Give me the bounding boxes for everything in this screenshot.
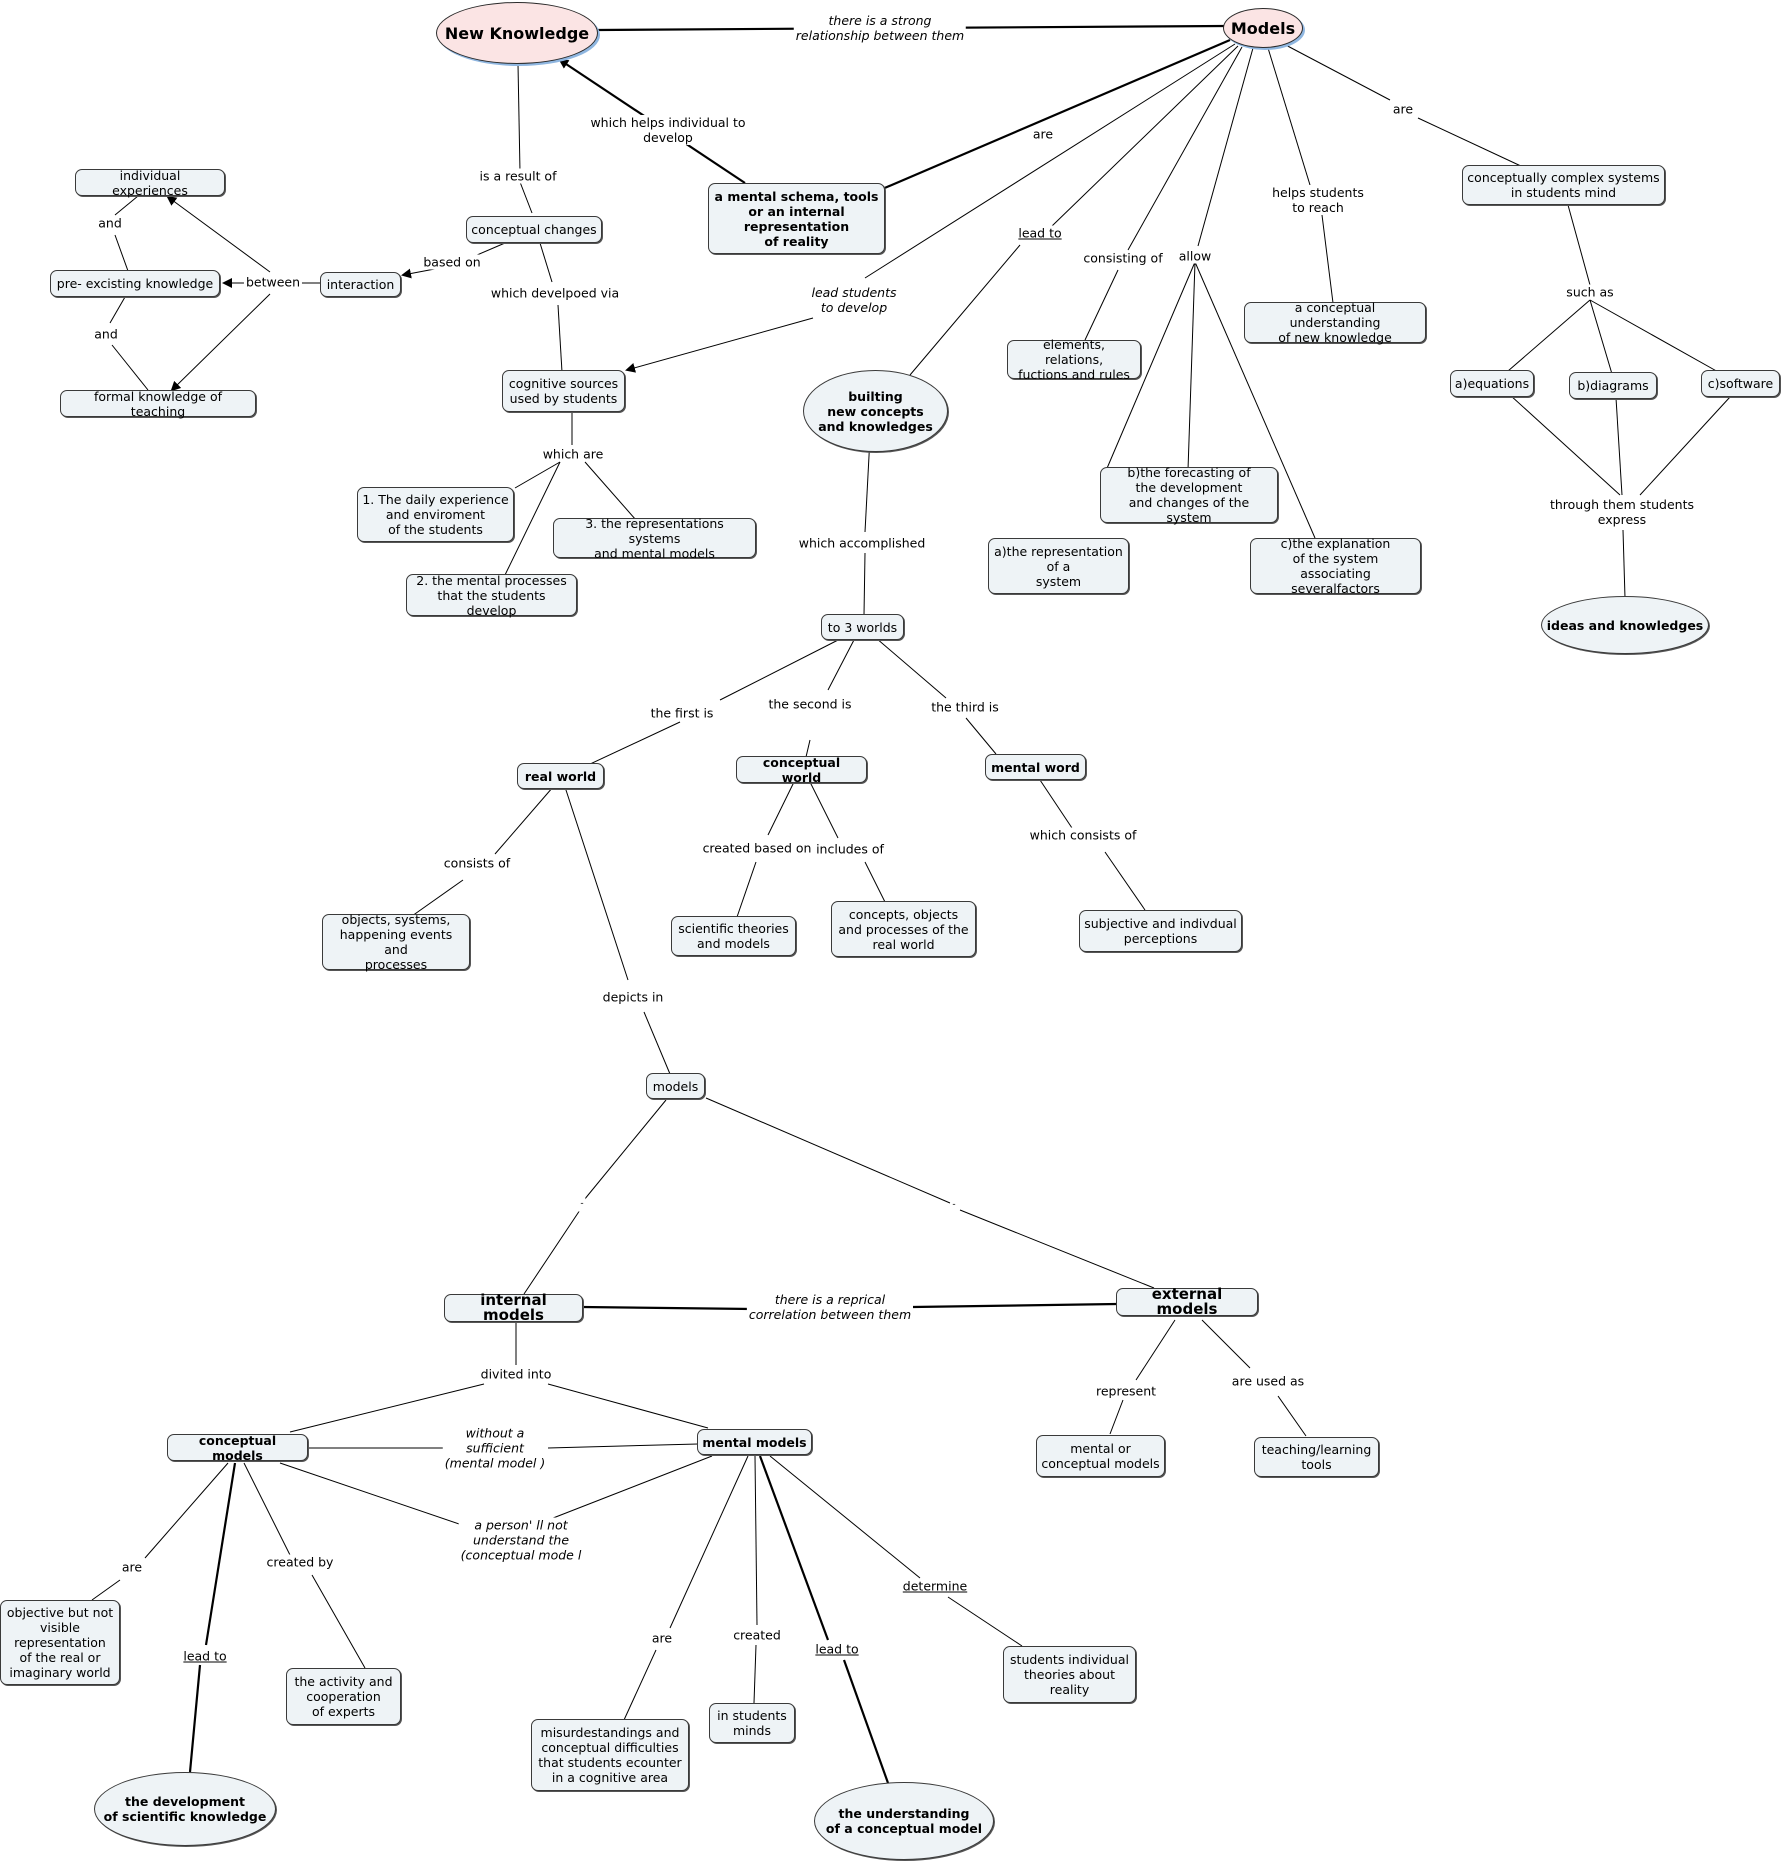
link-divided-into: divited into: [478, 1366, 554, 1382]
link-are-misunderstandings: are: [649, 1630, 675, 1646]
node-three-worlds[interactable]: to 3 worlds: [821, 614, 904, 640]
link-which-are: which are: [540, 446, 606, 462]
link-which-accomplished: which accomplished: [796, 535, 928, 551]
node-development-scientific[interactable]: the development of scientific knowledge: [94, 1772, 276, 1846]
link-person-not-understand: a person' ll not understand the (concept…: [458, 1517, 584, 1563]
node-daily-experience[interactable]: 1. The daily experience and enviroment o…: [357, 487, 514, 542]
link-are-used-as: are used as: [1229, 1373, 1307, 1389]
node-models-mid[interactable]: models: [646, 1073, 705, 1099]
link-are-schema: are: [1030, 126, 1056, 142]
node-objective-visible[interactable]: objective but not visible representation…: [0, 1600, 120, 1685]
node-pre-existing-knowledge[interactable]: pre- excisting knowledge: [50, 270, 220, 297]
link-helps-reach: helps students to reach: [1270, 185, 1366, 215]
link-includes-of: includes of: [814, 841, 886, 857]
link-dash-internal: -: [578, 1196, 586, 1212]
node-cognitive-sources[interactable]: cognitive sources used by students: [502, 370, 625, 412]
link-determine: determine: [900, 1578, 970, 1594]
node-software[interactable]: c)software: [1701, 370, 1780, 397]
link-based-on: based on: [421, 254, 483, 270]
link-strong-relationship: there is a strong relationship between t…: [793, 13, 967, 43]
node-diagrams[interactable]: b)diagrams: [1569, 372, 1657, 399]
node-elements-relations[interactable]: elements, relations, fuctions and rules: [1007, 337, 1141, 382]
link-consisting-of: consisting of: [1081, 250, 1165, 266]
link-depicts-in: depicts in: [600, 989, 666, 1005]
link-created-by: created by: [264, 1554, 336, 1570]
link-without-sufficient: without a sufficient (mental model ): [442, 1425, 548, 1471]
node-individual-experiences[interactable]: individual experiences: [75, 168, 225, 198]
node-mental-processes[interactable]: 2. the mental processes that the student…: [406, 573, 577, 618]
node-new-knowledge[interactable]: New Knowledge: [436, 2, 598, 64]
node-subjective-perceptions[interactable]: subjective and indivdual perceptions: [1079, 910, 1242, 952]
node-models-top[interactable]: Models: [1223, 8, 1303, 48]
link-lead-to-builting: lead to: [1016, 225, 1064, 241]
node-explanation[interactable]: c)the explanation of the system associat…: [1250, 536, 1421, 596]
node-misunderstandings[interactable]: misurdestandings and conceptual difficul…: [531, 1719, 689, 1791]
node-conceptual-understanding[interactable]: a conceptual understanding of new knowle…: [1244, 300, 1426, 345]
node-teaching-tools[interactable]: teaching/learning tools: [1254, 1437, 1379, 1477]
link-dash-external: -: [950, 1197, 958, 1213]
node-conceptual-world[interactable]: conceptual world: [736, 755, 867, 785]
node-interaction[interactable]: interaction: [320, 272, 401, 297]
node-forecasting[interactable]: b)the forecasting of the development and…: [1100, 465, 1278, 525]
node-internal-models[interactable]: internal models: [444, 1293, 583, 1323]
node-complex-systems[interactable]: conceptually complex systems in students…: [1462, 165, 1665, 205]
link-are-complex: are: [1390, 101, 1416, 117]
node-students-theories[interactable]: students individual theories about reali…: [1003, 1646, 1136, 1703]
link-such-as: such as: [1564, 284, 1616, 300]
link-second-is: the second is: [766, 696, 854, 712]
node-external-models[interactable]: external models: [1116, 1287, 1258, 1317]
link-created: created: [731, 1627, 783, 1643]
node-formal-knowledge[interactable]: formal knowledge of teaching: [60, 389, 256, 419]
node-activity-experts[interactable]: the activity and cooperation of experts: [286, 1668, 401, 1725]
link-lead-to-understanding: lead to: [813, 1641, 861, 1657]
link-third-is: the third is: [929, 699, 1001, 715]
link-developed-via: which develpoed via: [488, 285, 622, 301]
link-between: between: [243, 274, 303, 290]
link-lead-students: lead students to develop: [809, 285, 899, 315]
link-through-them: through them students express: [1547, 497, 1697, 527]
link-allow: allow: [1176, 248, 1214, 264]
node-concepts-objects[interactable]: concepts, objects and processes of the r…: [831, 901, 976, 957]
link-lead-to-development: lead to: [181, 1648, 229, 1664]
node-in-students-minds[interactable]: in students minds: [709, 1703, 795, 1743]
node-scientific-theories[interactable]: scientific theories and models: [671, 916, 796, 956]
node-understanding-conceptual[interactable]: the understanding of a conceptual model: [814, 1782, 994, 1860]
node-conceptual-models[interactable]: conceptual models: [167, 1433, 308, 1463]
node-mental-word[interactable]: mental word: [985, 754, 1086, 780]
link-and-2: and: [92, 326, 120, 342]
link-and-1: and: [96, 215, 124, 231]
node-builting[interactable]: builting new concepts and knowledges: [803, 370, 948, 452]
node-ideas-knowledges[interactable]: ideas and knowledges: [1541, 596, 1709, 654]
node-real-world[interactable]: real world: [517, 763, 604, 789]
node-objects-systems[interactable]: objects, systems, happening events and p…: [322, 912, 470, 972]
link-first-is: the first is: [648, 705, 716, 721]
link-are-objective: are: [119, 1559, 145, 1575]
node-mental-models[interactable]: mental models: [697, 1429, 812, 1455]
link-is-result-of: is a result of: [477, 168, 559, 184]
link-consists-of: consists of: [441, 855, 513, 871]
node-representation-systems[interactable]: 3. the representations systems and menta…: [553, 516, 756, 561]
node-representation-of-system[interactable]: a)the representation of a system: [988, 538, 1129, 594]
node-conceptual-changes[interactable]: conceptual changes: [466, 216, 602, 243]
link-created-based-on: created based on: [700, 840, 814, 856]
link-represent: represent: [1093, 1383, 1159, 1399]
node-equations[interactable]: a)equations: [1450, 370, 1534, 397]
node-mental-schema[interactable]: a mental schema, tools or an internal re…: [708, 183, 885, 254]
link-reprical-correlation: there is a reprical correlation between …: [746, 1292, 914, 1322]
node-mental-or-conceptual[interactable]: mental or conceptual models: [1036, 1435, 1165, 1477]
link-helps-develop: which helps individual to develop: [588, 115, 748, 145]
link-which-consists-of: which consists of: [1027, 827, 1139, 843]
